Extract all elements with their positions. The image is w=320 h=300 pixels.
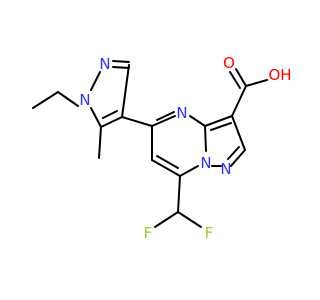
bond-n4-c3a	[189, 115, 206, 127]
bond-c7-c6-double	[156, 155, 179, 169]
bond-c2-n1-double	[227, 146, 240, 160]
bond-pz-pm-link	[121, 116, 153, 127]
bond-cooh-oh	[245, 79, 268, 87]
atom-f-right: F	[205, 224, 214, 242]
molecule-diagram: N N N N N O OH F F	[32, 54, 292, 242]
bond-c4-c5-double	[102, 110, 118, 119]
bond-c3-c4	[121, 64, 130, 118]
structure-svg: N N N N N O OH F F	[32, 54, 292, 242]
atom-o-carbonyl: O	[223, 54, 235, 72]
bond-c5pm-n4	[151, 115, 176, 127]
bond-c5-methyl	[98, 126, 102, 159]
bond-c7-c6	[151, 159, 181, 177]
bond-c3a-c3	[204, 115, 233, 127]
bond-c2-n1	[230, 149, 246, 167]
bond-c7-chf2	[177, 175, 181, 213]
bond-n2-c3-double	[112, 60, 130, 63]
bond-c3-cooh	[231, 85, 247, 117]
bond-c4-c5	[100, 116, 123, 128]
bond-n8-c7	[179, 165, 199, 177]
bond-cooh-o	[235, 68, 247, 87]
bond-c3-c2	[231, 115, 246, 151]
bond-chf2-fl	[154, 211, 179, 228]
atom-n-bridgehead: N	[200, 154, 211, 172]
bond-cooh-o-double	[229, 71, 241, 89]
atom-n-pyrazole-ethyl: N	[79, 91, 90, 109]
atom-oh-hydroxyl: OH	[268, 66, 291, 84]
bond-c5-n1	[90, 107, 102, 128]
atom-n-pyrazole-low: N	[220, 160, 231, 178]
bond-ethyl-ch3	[32, 91, 59, 109]
atom-n-pyrazole-top: N	[99, 55, 110, 73]
bond-chf2-fr	[177, 211, 202, 228]
atom-n-pyrimidine-top: N	[176, 104, 187, 122]
bond-ethyl-ch2	[57, 91, 79, 107]
bond-c3a-c3-double	[210, 122, 232, 131]
bond-n2-c3	[112, 66, 130, 69]
bond-n1-n2	[90, 71, 101, 91]
bond-c3a-n8	[204, 125, 207, 152]
atom-f-left: F	[144, 224, 153, 242]
bond-c5pm-n4-double	[156, 111, 175, 121]
